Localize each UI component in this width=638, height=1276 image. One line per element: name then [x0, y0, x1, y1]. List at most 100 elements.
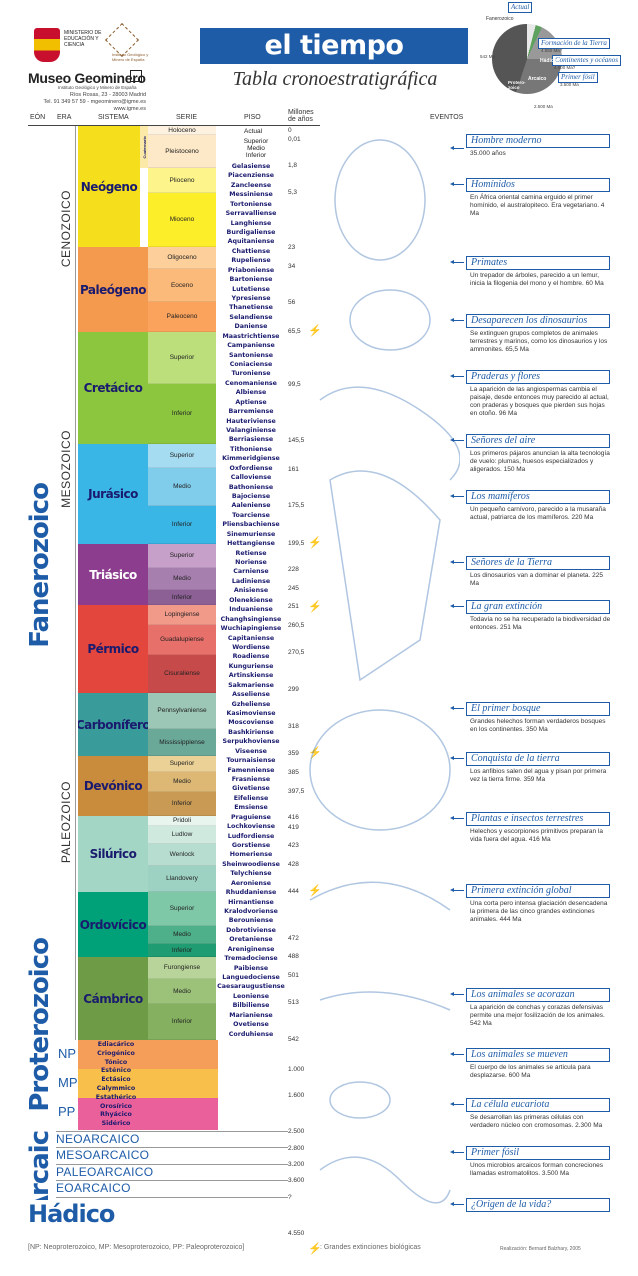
piso-label: Chattiense	[231, 247, 271, 255]
ma-label: 1,8	[288, 162, 298, 169]
series-block: Superior	[148, 892, 216, 926]
page-title: el tiempo geológico	[200, 28, 468, 97]
piso-label: Wordiense	[232, 643, 270, 651]
piso-label: Priaboniense	[227, 266, 275, 274]
ma-label: 199,5	[288, 540, 305, 547]
event-description: La aparición de las angiospermas cambia …	[470, 386, 609, 417]
pie-proterozoico: Protero-zoico	[508, 80, 526, 90]
piso-label: Valanginiense	[226, 427, 276, 435]
piso-label: Kasimoviense	[226, 709, 276, 717]
col-sistema: SISTEMA	[98, 114, 129, 121]
piso-label: Praguiense	[231, 813, 271, 821]
event-title: Homínidos	[466, 178, 610, 192]
piso-label: Sinemuriense	[226, 530, 276, 538]
event-title: La gran extinción	[466, 600, 610, 614]
piso-label: Berouniense	[228, 917, 274, 925]
pie-primer-fosil-ma: 3.500 Ma	[560, 82, 579, 87]
system-triasico: Triásico	[78, 544, 148, 605]
piso-label: Tremadociense	[224, 955, 278, 963]
piso-label: Gzheliense	[231, 700, 271, 708]
col-serie: SERIE	[176, 114, 198, 121]
series-block: Medio	[148, 979, 216, 1004]
piso-label: Ypresiense	[231, 295, 271, 303]
piso-label: Bathoniense	[228, 483, 274, 491]
ma-label: 472	[288, 935, 299, 942]
pie-continentes-ma: 4.000 Ma?	[554, 65, 576, 70]
event-arrow-icon	[450, 438, 464, 442]
ma-label: 2.500	[288, 1128, 305, 1135]
event-title: Conquista de la tierra	[466, 752, 610, 766]
ma-label: 488	[288, 953, 299, 960]
piso-label: Eifeliense	[233, 794, 269, 802]
piso-label: Campaniense	[227, 342, 275, 350]
piso-label: Aquitaniense	[227, 238, 275, 246]
piso-label: Marianiense	[229, 1011, 273, 1019]
event-arrow-icon	[450, 182, 464, 186]
era-paleozoico: PALEOZOICO	[56, 605, 76, 1040]
series-block: Medio	[148, 926, 216, 944]
extinction-icon: ⚡	[308, 325, 322, 337]
page-subtitle: Tabla cronoestratigráfica	[232, 68, 438, 90]
museum-logo-icon	[130, 70, 142, 82]
piso-label: Changhsingiense	[220, 615, 282, 623]
piso-label: Induaniense	[229, 606, 273, 614]
piso-label: Ectásico	[101, 1076, 131, 1084]
pie-formacion-label: Formación de la Tierra	[538, 38, 610, 49]
piso-label: Anisiense	[233, 587, 269, 595]
ma-label: 0	[288, 127, 292, 134]
extinction-icon: ⚡	[308, 747, 322, 759]
system-paleoproterozoico	[78, 1098, 218, 1130]
evolution-illustration	[309, 139, 460, 1204]
era-pp: PP	[58, 1104, 76, 1119]
series-block: Inferior	[148, 590, 216, 605]
museum-name: Museo Geominero	[28, 70, 146, 86]
ma-label: 175,5	[288, 502, 305, 509]
series-block: Superior	[148, 444, 216, 468]
ma-label: 416	[288, 814, 299, 821]
piso-label: Emsiense	[234, 804, 268, 812]
event-description: Se desarrollan las primeras células con …	[470, 1114, 603, 1129]
piso-label: Kimmeridgiense	[222, 455, 280, 463]
event-title: Señores de la Tierra	[466, 556, 610, 570]
piso-label: Sheinwoodiense	[222, 860, 280, 868]
ma-label: 161	[288, 466, 299, 473]
piso-label: Languedociense	[222, 973, 280, 981]
piso-label: Estathérico	[95, 1093, 137, 1101]
ma-label: 542	[288, 1036, 299, 1043]
ma-label: 23	[288, 244, 296, 251]
series-block: Medio	[148, 468, 216, 506]
ma-label: 34	[288, 263, 296, 270]
ma-label: 245	[288, 585, 299, 592]
footer-abbreviations: [NP: Neoproterozoico, MP: Mesoproterozoi…	[28, 1244, 245, 1251]
pie-primer-fosil-label: Primer fósil	[558, 72, 598, 83]
series-block: Pleistoceno	[148, 135, 216, 168]
piso-label: Ludfordiense	[227, 832, 275, 840]
piso-actual: Actual	[244, 128, 263, 135]
piso-label: Dobrotiviense	[226, 926, 276, 934]
series-block: Inferior	[148, 1004, 216, 1040]
piso-label: Messiniense	[229, 191, 273, 199]
piso-label: Zancleense	[230, 181, 272, 189]
pie-2500-ma: 2.500 Ma	[534, 104, 553, 109]
piso-label: Esténico	[100, 1067, 132, 1075]
piso-label: Kunguriense	[228, 662, 274, 670]
era-mp: MP	[58, 1075, 78, 1090]
ma-label: 423	[288, 842, 299, 849]
piso-label: Tortoniense	[230, 200, 272, 208]
event-arrow-icon	[450, 1202, 464, 1206]
piso-label: Gorstiense	[231, 841, 271, 849]
event-arrow-icon	[450, 260, 464, 264]
extinction-legend-icon: ⚡	[308, 1243, 322, 1255]
piso-label: Famenniense	[227, 766, 275, 774]
piso-label: Aaleniense	[231, 502, 271, 510]
piso-label: Aeroniense	[231, 879, 271, 887]
ma-label: 1.000	[288, 1066, 305, 1073]
piso-label: Aptiense	[235, 398, 267, 406]
piso-label: Bajociense	[231, 493, 271, 501]
event-arrow-icon	[450, 756, 464, 760]
system-cretacico: Cretácico	[78, 332, 148, 444]
system-cambrico: Cámbrico	[78, 957, 148, 1040]
system-neogeno: Neógeno	[78, 126, 140, 247]
ma-label: 260,5	[288, 622, 305, 629]
eon-fanerozoico: Fanerozoico	[26, 482, 54, 648]
